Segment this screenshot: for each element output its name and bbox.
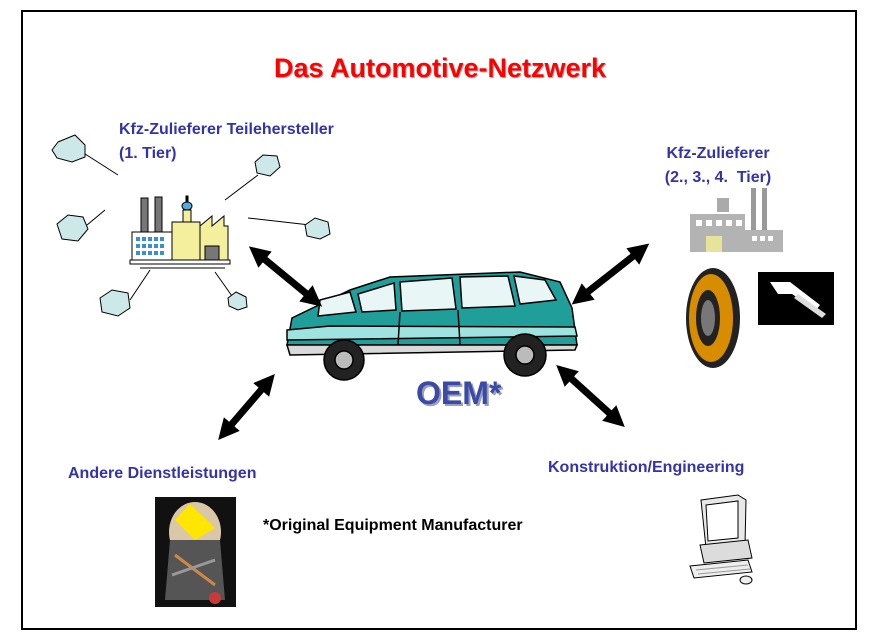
tier2-supplier-line1: Kfz-Zulieferer bbox=[666, 145, 770, 162]
tier1-supplier-line1: Kfz-Zulieferer Teilehersteller bbox=[119, 121, 334, 138]
paintbrush-icon bbox=[758, 272, 834, 325]
other-services-label: Andere Dienstleistungen bbox=[68, 465, 257, 482]
tier1-network bbox=[51, 134, 331, 317]
factory-icon bbox=[129, 195, 231, 269]
network-node-icon bbox=[254, 154, 281, 177]
network-node-icon bbox=[56, 214, 89, 242]
computer-icon bbox=[689, 494, 753, 585]
crash-test-dummy-icon bbox=[155, 497, 236, 607]
network-node-icon bbox=[51, 134, 86, 163]
car-icon bbox=[285, 271, 579, 381]
tier2-supplier-line2: (2., 3., 4. Tier) bbox=[664, 169, 772, 186]
engineering-label: Konstruktion/Engineering bbox=[548, 459, 745, 476]
tier1-supplier-line2: (1. Tier) bbox=[119, 145, 177, 162]
oem-footnote: *Original Equipment Manufacturer bbox=[263, 517, 523, 534]
gray-factory-icon bbox=[690, 188, 783, 252]
network-node-icon bbox=[99, 289, 131, 317]
network-node-icon bbox=[304, 217, 331, 240]
network-node-icon bbox=[227, 291, 248, 311]
oem-label: OEM* bbox=[416, 375, 502, 411]
tier2-supplier-label: Kfz-Zulieferer (2., 3., 4. Tier) bbox=[610, 142, 826, 190]
tier1-supplier-label: Kfz-Zulieferer Teilehersteller (1. Tier) bbox=[119, 118, 334, 166]
double-arrow-icon bbox=[218, 243, 650, 440]
diagram-title: Das Automotive-Netzwerk bbox=[273, 53, 607, 83]
tire-icon bbox=[686, 268, 740, 368]
